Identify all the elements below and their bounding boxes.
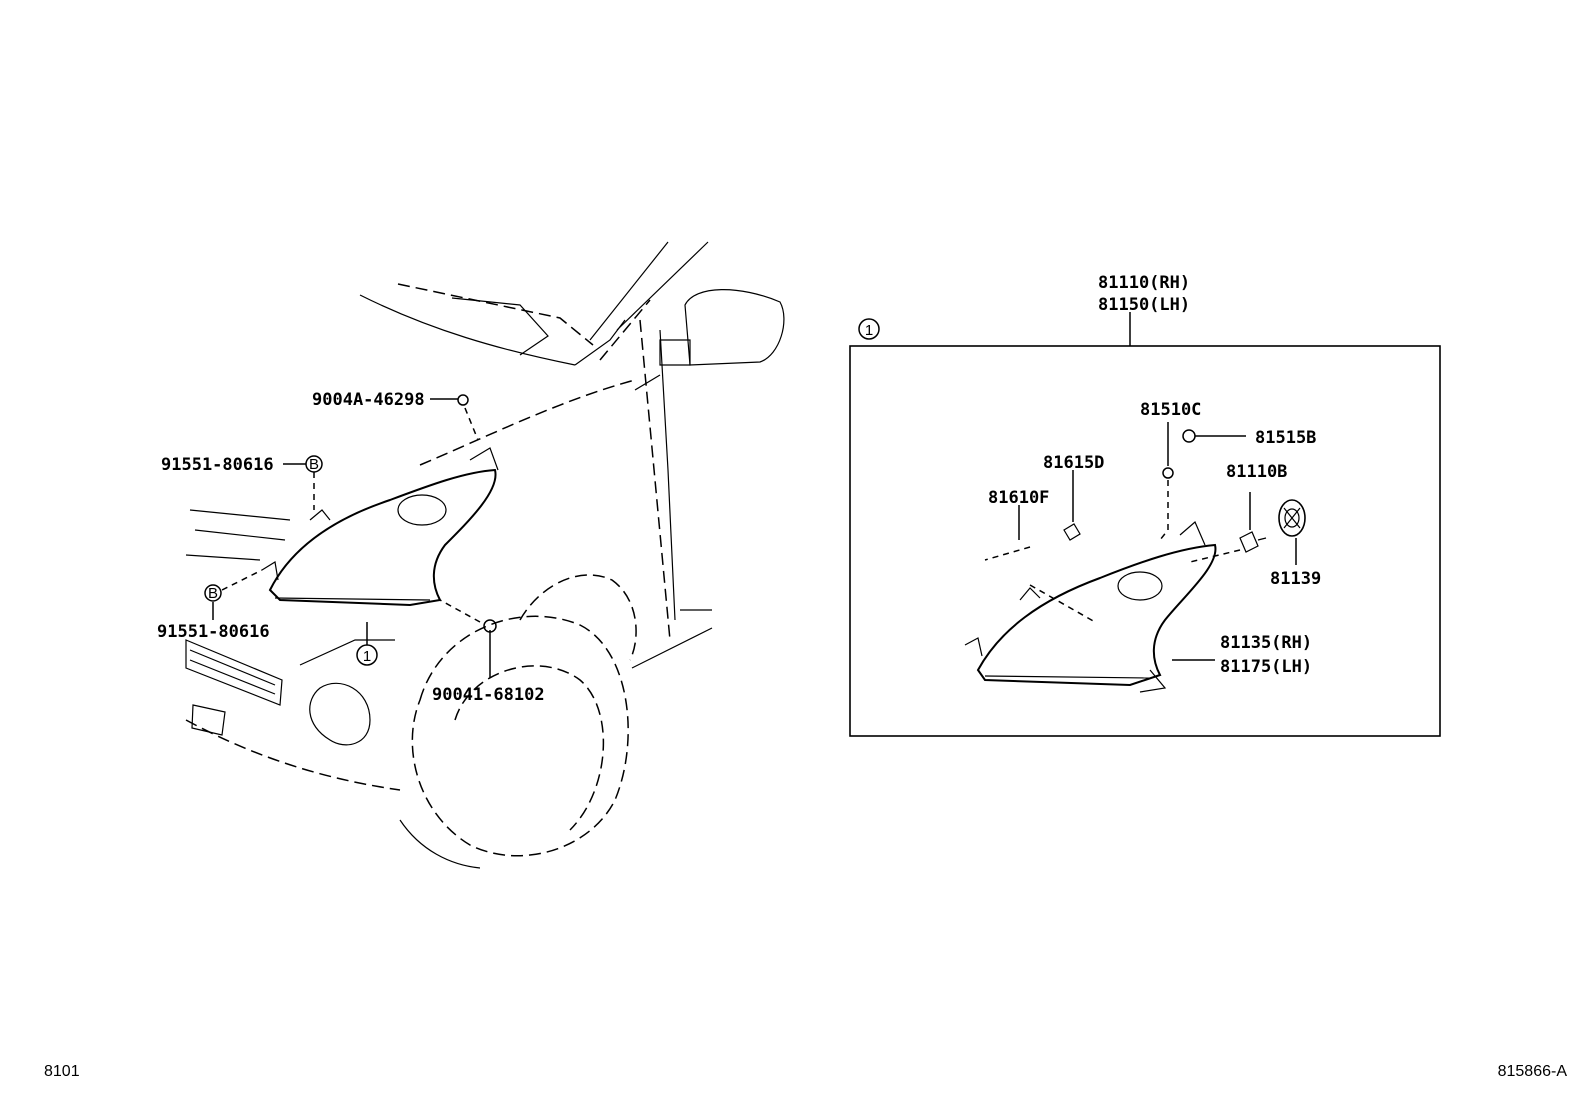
badge-b-top: B xyxy=(305,455,323,473)
label-81135-rh: 81135(RH) xyxy=(1220,633,1312,653)
socket-cap-81139 xyxy=(1278,499,1306,537)
nut-81515b xyxy=(1182,429,1196,443)
ref-one-box: 1 xyxy=(858,318,880,340)
label-81139: 81139 xyxy=(1270,569,1321,589)
assembly-box xyxy=(849,312,1441,737)
svg-text:B: B xyxy=(309,456,319,473)
vehicle-front-illustration xyxy=(185,241,785,869)
label-91551-80616-top: 91551-80616 xyxy=(161,455,274,475)
clip-81510c xyxy=(1162,467,1174,479)
label-81150-lh: 81150(LH) xyxy=(1098,295,1190,315)
footer-right-code: 815866-A xyxy=(1498,1063,1568,1080)
label-81615d: 81615D xyxy=(1043,453,1104,473)
svg-text:1: 1 xyxy=(363,648,371,665)
label-91551-80616-bottom: 91551-80616 xyxy=(157,622,270,642)
label-81610f: 81610F xyxy=(988,488,1049,508)
left-callout-leaders xyxy=(212,394,497,678)
bulb-81110b xyxy=(1239,531,1267,553)
box-callout-leaders xyxy=(984,422,1297,661)
svg-text:1: 1 xyxy=(865,322,873,339)
ref-one-left: 1 xyxy=(356,644,378,666)
label-9004a-46298: 9004A-46298 xyxy=(312,390,425,410)
footer-left-code: 8101 xyxy=(44,1063,80,1080)
label-81110-rh: 81110(RH) xyxy=(1098,273,1190,293)
headlamp-housing xyxy=(964,521,1217,693)
label-90041-68102: 90041-68102 xyxy=(432,685,545,705)
badge-b-bottom: B xyxy=(204,584,222,602)
svg-text:B: B xyxy=(208,585,218,602)
label-81110b: 81110B xyxy=(1226,462,1287,482)
label-81515b: 81515B xyxy=(1255,428,1316,448)
bolt-81615d xyxy=(1063,523,1081,541)
label-81175-lh: 81175(LH) xyxy=(1220,657,1312,677)
label-81510c: 81510C xyxy=(1140,400,1201,420)
headlamp-installed xyxy=(268,468,497,607)
